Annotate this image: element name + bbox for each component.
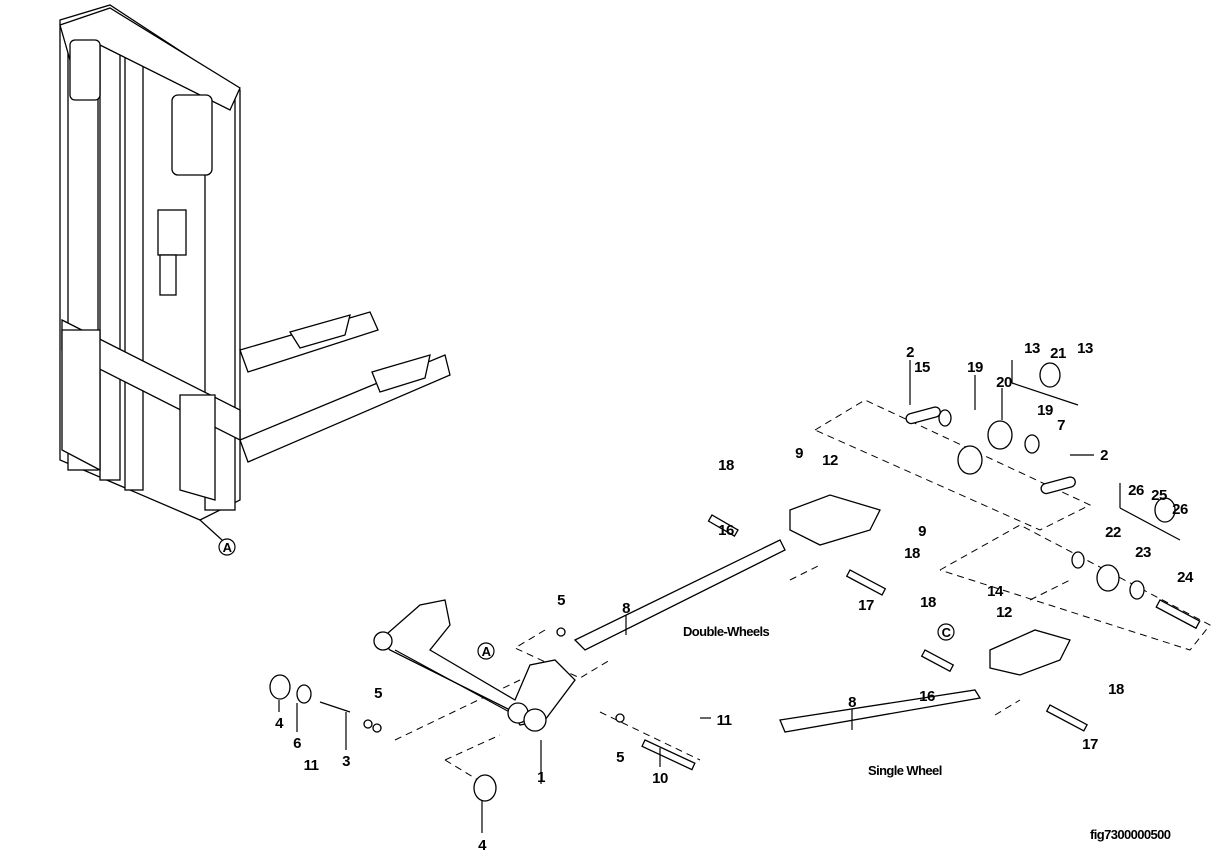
callout-18: 18 — [920, 594, 936, 611]
callout-17: 17 — [858, 597, 874, 614]
callout-8: 8 — [848, 694, 856, 711]
callout-9: 9 — [795, 445, 803, 462]
callout-8: 8 — [622, 600, 630, 617]
callout-12: 12 — [996, 604, 1012, 621]
callout-18: 18 — [718, 457, 734, 474]
callout-7: 7 — [1057, 417, 1065, 434]
callout-2: 2 — [906, 344, 914, 361]
callout-5: 5 — [616, 749, 624, 766]
callout-9: 9 — [918, 523, 926, 540]
callout-12: 12 — [822, 452, 838, 469]
callout-26: 26 — [1128, 482, 1144, 499]
reference-marker-a-1: A — [218, 538, 236, 556]
small-parts — [269, 362, 1201, 802]
callout-2: 2 — [1100, 447, 1108, 464]
callout-17: 17 — [1082, 736, 1098, 753]
callout-6: 6 — [293, 735, 301, 752]
svg-text:A: A — [482, 644, 492, 659]
callout-26: 26 — [1172, 501, 1188, 518]
callout-21: 21 — [1050, 345, 1066, 362]
mast-illustration — [59, 4, 451, 541]
callout-13: 13 — [1077, 340, 1093, 357]
variant-label-single-wheel: Single Wheel — [868, 763, 942, 778]
callout-10: 10 — [652, 770, 668, 787]
frame-part-1 — [373, 599, 576, 732]
callout-14: 14 — [987, 583, 1004, 600]
callout-15: 15 — [914, 359, 930, 376]
reference-marker-a-2: A — [477, 642, 495, 660]
svg-text:C: C — [942, 625, 952, 640]
callout-5: 5 — [557, 592, 565, 609]
callout-5: 5 — [374, 685, 382, 702]
callout-16: 16 — [718, 522, 734, 539]
callout-11: 11 — [717, 712, 732, 729]
callout-23: 23 — [1135, 544, 1151, 561]
callout-25: 25 — [1151, 487, 1167, 504]
callout-11: 11 — [304, 757, 319, 774]
reference-marker-c: C — [937, 623, 955, 641]
callout-18: 18 — [904, 545, 920, 562]
callout-24: 24 — [1177, 569, 1194, 586]
callout-13: 13 — [1024, 340, 1040, 357]
callout-19: 19 — [1037, 402, 1053, 419]
svg-text:A: A — [223, 540, 233, 555]
callout-4: 4 — [478, 837, 487, 854]
callout-18: 18 — [1108, 681, 1124, 698]
callout-1: 1 — [537, 769, 545, 786]
callout-20: 20 — [996, 374, 1012, 391]
callout-3: 3 — [342, 753, 350, 770]
callout-22: 22 — [1105, 524, 1121, 541]
leader-lines — [278, 360, 1094, 833]
callout-4: 4 — [275, 715, 284, 732]
variant-label-double-wheels: Double-Wheels — [683, 624, 769, 639]
figure-id: fig7300000500 — [1090, 827, 1171, 842]
callout-16: 16 — [919, 688, 935, 705]
callout-19: 19 — [967, 359, 983, 376]
